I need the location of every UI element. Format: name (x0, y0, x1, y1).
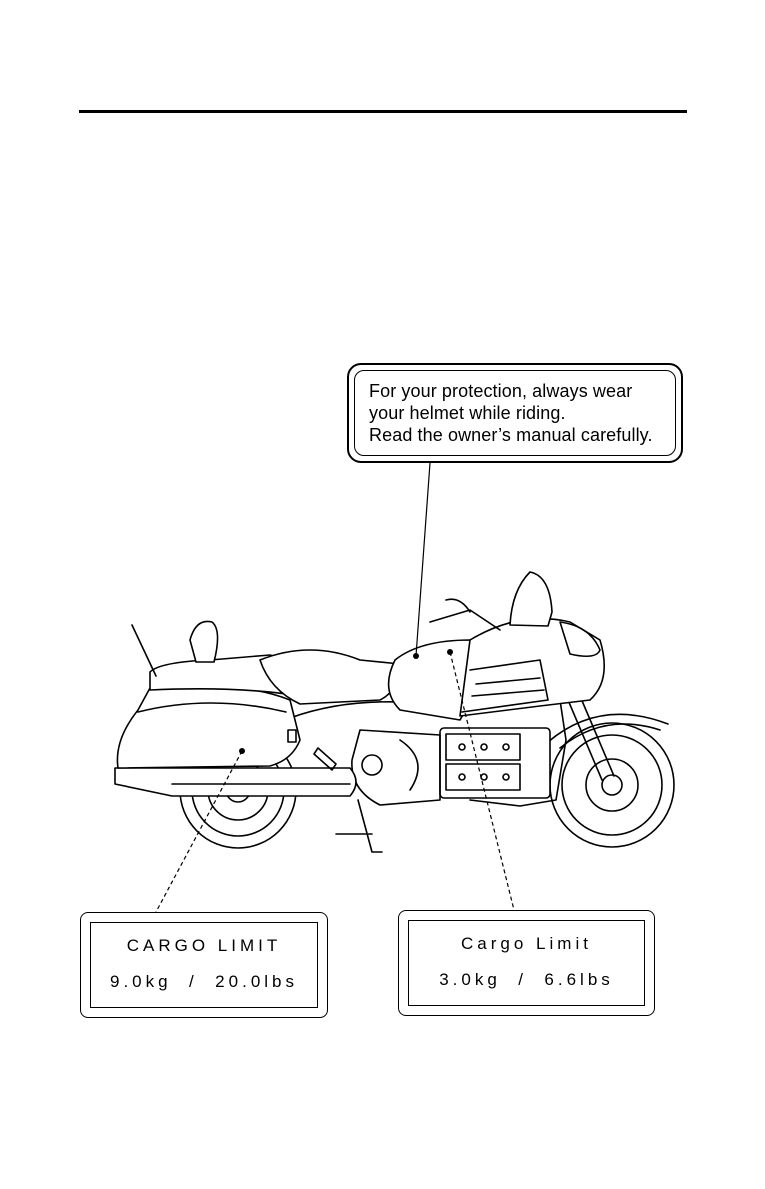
cargo-limit-title: Cargo Limit (409, 934, 644, 954)
saddlebag (117, 686, 300, 768)
handlebar (430, 599, 500, 630)
trunk-cargo-limit-inner: Cargo Limit 3.0kg / 6.6lbs (408, 920, 645, 1006)
trunk-cargo-limit-label: Cargo Limit 3.0kg / 6.6lbs (398, 910, 655, 1016)
helmet-leader (416, 463, 430, 656)
helmet-warning-line: Read the owner’s manual carefully. (369, 424, 675, 446)
helmet-warning-label-inner: For your protection, always wear your he… (354, 370, 676, 456)
saddlebag-cargo-limit-inner: CARGO LIMIT 9.0kg / 20.0lbs (90, 922, 318, 1008)
windscreen (510, 572, 552, 626)
cargo-limit-weight: 9.0kg / 20.0lbs (91, 972, 317, 992)
antenna (132, 625, 156, 676)
helmet-warning-line: your helmet while riding. (369, 402, 675, 424)
engine (352, 728, 550, 805)
side-stand (336, 800, 382, 852)
cargo-limit-weight: 3.0kg / 6.6lbs (409, 970, 644, 990)
saddlebag-cargo-limit-label: CARGO LIMIT 9.0kg / 20.0lbs (80, 912, 328, 1018)
cargo-limit-title: CARGO LIMIT (91, 936, 317, 956)
helmet-warning-label: For your protection, always wear your he… (347, 363, 683, 463)
fairing (460, 619, 604, 716)
exhaust (115, 768, 356, 796)
helmet-warning-line: For your protection, always wear (369, 380, 675, 402)
front-wheel (548, 714, 674, 847)
